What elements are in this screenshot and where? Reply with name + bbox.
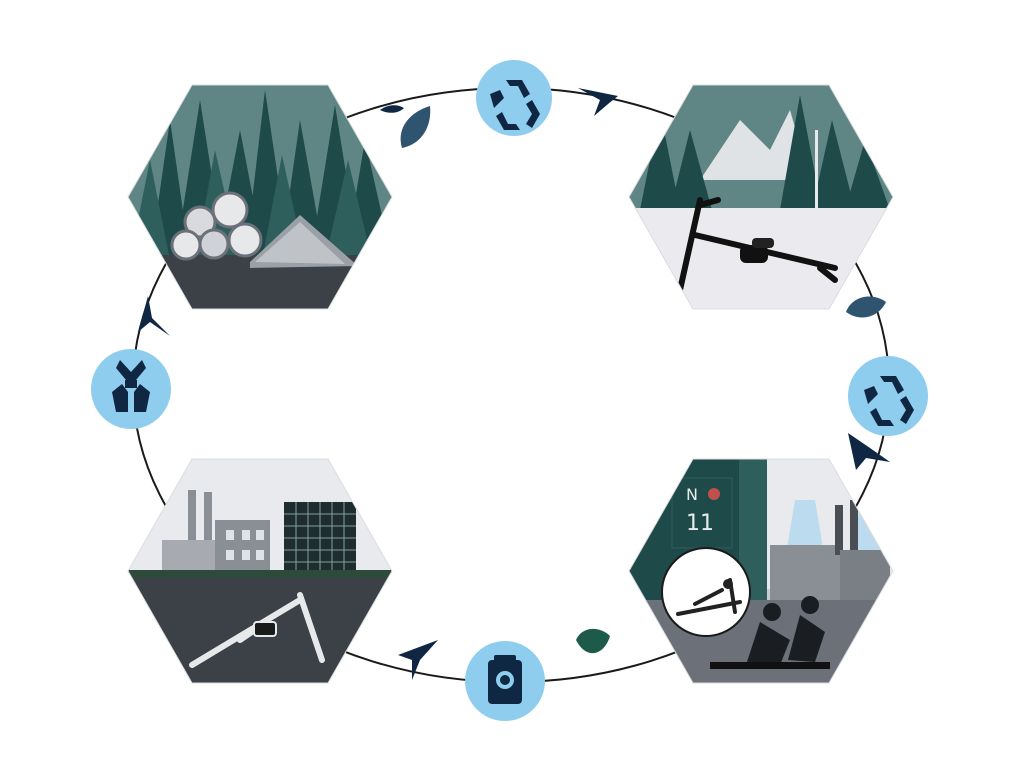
arrow-bottom-left [398,640,438,680]
leaf-icon [400,106,431,148]
bin-icon [488,655,522,704]
inset-rowing-circle [661,547,751,637]
recycle-icon [490,80,540,130]
users-silhouette [745,596,825,668]
connector-bottom [465,641,545,721]
arrow-right [848,433,890,470]
leaf-icons [380,105,886,654]
sign-text-1: N [686,485,698,504]
node-recycling-factory [128,459,392,683]
leaf-icon [576,628,610,654]
arrow-top-right [578,88,618,116]
recycle-icon [864,376,914,426]
hex-frame-recycling-factory [127,458,393,684]
node-raw-materials [128,85,392,309]
connector-top [476,60,552,136]
sign-text-2: 11 [686,511,714,536]
leaf-icon [380,105,404,113]
node-manufacturing [629,85,893,309]
hex-frame-raw-materials [127,84,393,310]
hands-icon [112,360,150,412]
leaf-icon [846,296,886,318]
logo-dot [708,488,720,500]
connector-right [848,356,928,436]
connector-left [91,349,171,429]
arrow-left [138,296,170,336]
hex-frame-manufacturing [628,84,894,310]
rower-head [723,579,733,589]
arrow-heads [138,88,890,680]
hex-frame-use [628,458,894,684]
